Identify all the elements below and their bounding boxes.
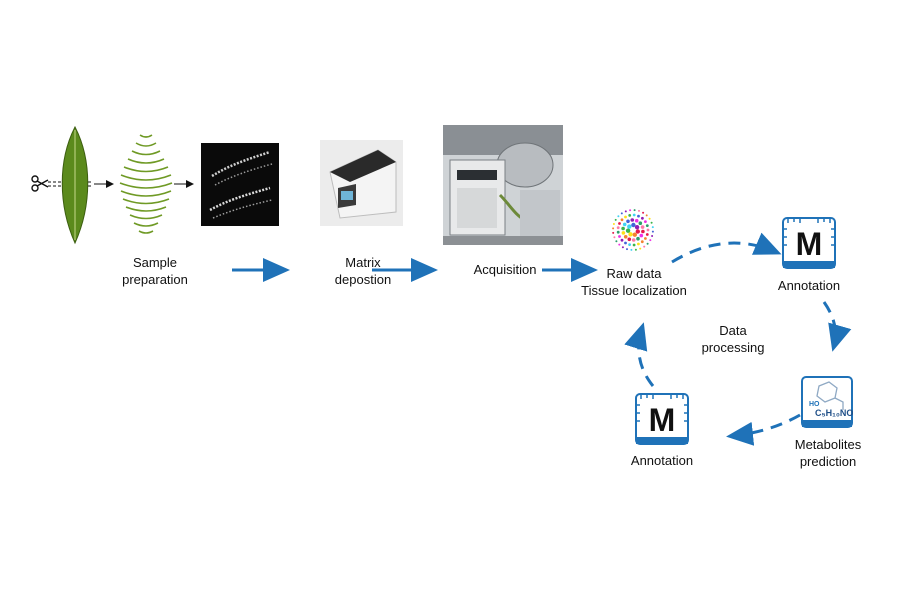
leaf-sections-icon xyxy=(119,134,173,234)
matrix-deposition-label: Matrix depostion xyxy=(334,255,392,287)
data-processing-label: Data processing xyxy=(701,323,765,355)
raw-data-burst-icon xyxy=(612,209,654,251)
molecule-structure-icon: HO C₅H₁₀NO xyxy=(801,376,853,428)
tissue-image xyxy=(201,143,279,226)
svg-text:M: M xyxy=(796,226,823,262)
processing-cycle xyxy=(624,232,852,446)
annotation-m-icon: M xyxy=(635,393,689,445)
cycle-arrow-2 xyxy=(822,301,852,352)
cycle-arrow-4 xyxy=(624,322,655,387)
cycle-arrow-1 xyxy=(671,232,782,264)
mass-spectrometer-photo xyxy=(443,125,563,245)
annotation-m-icon: M xyxy=(782,217,836,269)
annotation-bottom-label: Annotation xyxy=(630,453,694,468)
acquisition-label: Acquisition xyxy=(473,262,537,277)
matrix-sprayer-photo xyxy=(320,140,403,226)
leaf-icon xyxy=(61,125,89,245)
svg-text:M: M xyxy=(649,402,676,438)
svg-text:HO: HO xyxy=(809,401,820,408)
sample-preparation-label: Sample preparation xyxy=(122,255,188,287)
svg-text:C₅H₁₀NO: C₅H₁₀NO xyxy=(815,408,853,418)
cycle-arrow-3 xyxy=(726,413,801,446)
annotation-top-label: Annotation xyxy=(777,278,841,293)
metabolites-prediction-label: Metabolites prediction xyxy=(794,437,862,469)
raw-data-label: Raw data Tissue localization xyxy=(581,266,687,298)
